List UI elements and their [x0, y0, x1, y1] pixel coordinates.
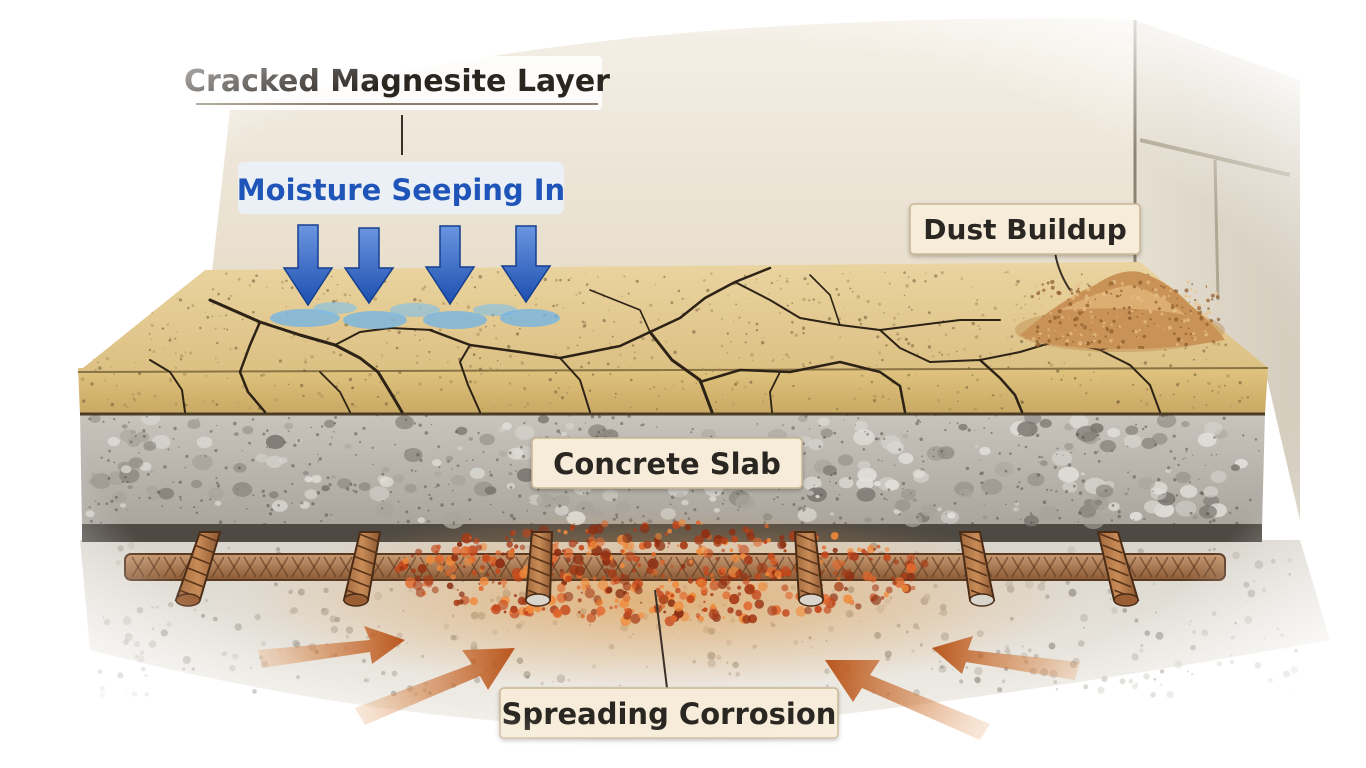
label-text: Dust Buildup — [923, 213, 1126, 246]
label-cracked-magnesite-layer: Cracked Magnesite Layer — [184, 56, 610, 110]
label-text: Spreading Corrosion — [502, 697, 837, 731]
label-moisture-seeping-in: Moisture Seeping In — [237, 162, 565, 214]
label-text: Cracked Magnesite Layer — [184, 64, 610, 99]
label-dust-buildup: Dust Buildup — [909, 203, 1141, 255]
rebar-horizontal — [124, 553, 1226, 581]
label-text: Concrete Slab — [553, 447, 781, 481]
magnesite-layer-edge — [78, 368, 1268, 414]
label-spreading-corrosion: Spreading Corrosion — [499, 687, 839, 739]
label-text: Moisture Seeping In — [237, 173, 565, 207]
label-concrete-slab: Concrete Slab — [531, 437, 803, 489]
